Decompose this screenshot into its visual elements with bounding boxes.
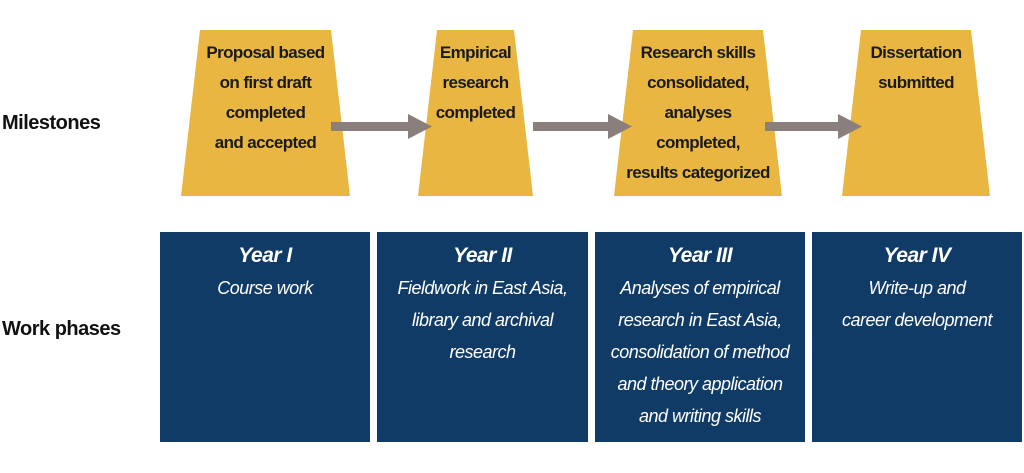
milestone-1: Proposal based on first draft completed … bbox=[206, 43, 325, 152]
phase-description: Course work bbox=[217, 278, 313, 298]
phase-description: Fieldwork in East Asia, library and arch… bbox=[397, 278, 568, 362]
phase-year: Year II bbox=[453, 244, 512, 267]
phase-year-3: Year III Analyses of empirical research … bbox=[595, 232, 805, 442]
arrow-icon bbox=[533, 114, 632, 139]
milestone-shape bbox=[614, 30, 782, 196]
milestone-shape bbox=[842, 30, 990, 196]
milestone-shape bbox=[181, 30, 350, 196]
phase-year: Year I bbox=[238, 244, 292, 267]
phase-year: Year IV bbox=[883, 244, 951, 267]
arrow-icon bbox=[765, 114, 862, 139]
work-phases-label: Work phases bbox=[2, 318, 121, 340]
milestones-label: Milestones bbox=[2, 112, 101, 134]
arrow-icon bbox=[331, 114, 432, 139]
phase-year: Year III bbox=[667, 244, 733, 267]
milestone-2: Empirical research completed bbox=[435, 43, 516, 122]
phase-year-4: Year IV Write-up and career development bbox=[812, 232, 1022, 442]
milestone-shape bbox=[418, 30, 533, 196]
phase-description: Analyses of empirical research in East A… bbox=[610, 278, 790, 426]
phase-year-1: Year I Course work bbox=[160, 232, 370, 442]
milestone-3: Research skills consolidated, analyses c… bbox=[626, 43, 770, 182]
phase-description: Write-up and career development bbox=[841, 278, 993, 330]
milestone-4: Dissertation submitted bbox=[870, 43, 962, 92]
phase-year-2: Year II Fieldwork in East Asia, library … bbox=[377, 232, 588, 442]
